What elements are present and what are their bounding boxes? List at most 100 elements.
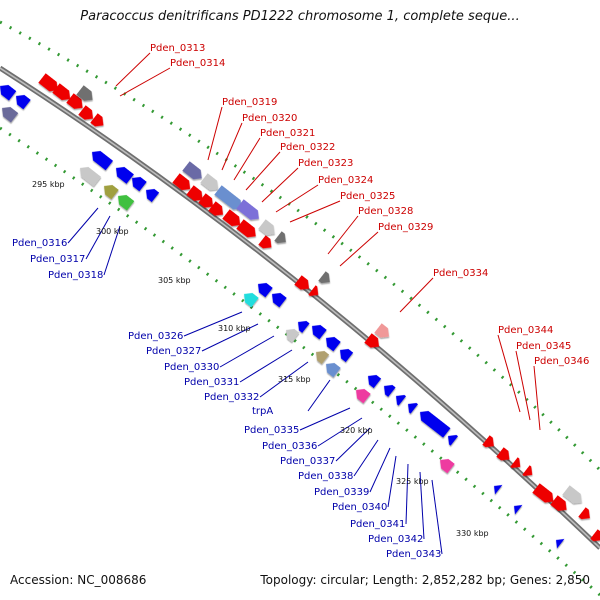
gene-arrow-39 (146, 188, 160, 203)
tick-label-0: 295 kbp (32, 180, 65, 189)
reverse-gene-label-11: Pden_0337 (280, 456, 335, 467)
forward-gene-leader-1 (119, 67, 171, 97)
tick-label-5: 320 kbp (340, 426, 373, 435)
forward-gene-leader-12 (497, 334, 521, 413)
gene-arrow-13 (222, 209, 241, 227)
gene-arrow-61 (494, 484, 503, 495)
gene-features (0, 73, 600, 549)
gene-arrow-54 (384, 384, 396, 397)
forward-gene-label-4: Pden_0321 (260, 128, 315, 139)
gene-arrow-52 (326, 362, 341, 378)
map-title: Paracoccus denitrificans PD1222 chromoso… (80, 9, 520, 24)
forward-gene-leader-14 (533, 365, 541, 431)
reverse-gene-label-14: Pden_0340 (332, 502, 387, 513)
gene-arrow-14 (236, 219, 256, 238)
reverse-gene-label-15: Pden_0341 (350, 519, 405, 530)
gene-arrow-17 (200, 173, 219, 191)
forward-gene-leader-13 (515, 350, 531, 421)
gene-arrow-25 (374, 323, 390, 338)
gene-arrow-48 (312, 324, 327, 340)
gene-arrow-20 (258, 219, 275, 235)
forward-gene-leader-7 (275, 184, 319, 213)
tick-label-7: 330 kbp (456, 529, 489, 538)
accession-text: Accession: NC_008686 (10, 573, 147, 587)
gene-arrow-59 (356, 388, 371, 404)
gc-track-outer (0, 20, 600, 472)
gene-arrow-63 (556, 538, 565, 549)
reverse-gene-label-2: Pden_0318 (48, 270, 103, 281)
gene-arrow-19 (236, 199, 259, 220)
gene-arrow-9 (172, 173, 191, 191)
gene-arrow-6 (0, 84, 17, 101)
reverse-gene-label-0: Pden_0316 (12, 238, 67, 249)
forward-gene-label-12: Pden_0344 (498, 325, 553, 336)
reverse-gene-leader-6 (239, 349, 293, 383)
gene-arrow-46 (286, 328, 300, 343)
forward-gene-label-1: Pden_0314 (170, 58, 225, 69)
reverse-gene-label-17: Pden_0343 (386, 549, 441, 560)
reverse-gene-leader-12 (353, 439, 379, 477)
label-leader-lines (67, 52, 541, 555)
gene-arrow-30 (522, 465, 533, 476)
gene-arrow-31 (532, 483, 554, 503)
gene-arrow-34 (578, 507, 590, 520)
gene-arrow-40 (80, 166, 102, 187)
gene-arrow-60 (440, 458, 455, 474)
gene-arrow-50 (340, 348, 354, 363)
gene-arrow-29 (510, 457, 521, 468)
gene-arrow-38 (132, 176, 147, 192)
tick-label-2: 305 kbp (158, 276, 191, 285)
gene-arrow-56 (408, 402, 418, 414)
gene-arrow-26 (364, 333, 380, 348)
gene-arrow-0 (38, 73, 58, 92)
gene-arrow-16 (182, 161, 202, 180)
gc-content-track (0, 20, 600, 597)
forward-gene-label-13: Pden_0345 (516, 341, 571, 352)
reverse-gene-label-12: Pden_0338 (298, 471, 353, 482)
gene-arrow-41 (104, 184, 119, 200)
forward-gene-leader-9 (327, 215, 359, 255)
forward-gene-label-3: Pden_0320 (242, 113, 297, 124)
forward-gene-label-7: Pden_0324 (318, 175, 373, 186)
gene-arrow-36 (92, 150, 114, 171)
gene-arrow-51 (316, 350, 330, 365)
gene-arrow-2 (66, 93, 83, 109)
reverse-gene-leader-2 (103, 225, 121, 276)
gene-arrow-33 (562, 485, 582, 504)
gene-arrow-55 (396, 394, 406, 406)
reverse-gene-label-5: Pden_0330 (164, 362, 219, 373)
gene-arrow-12 (208, 201, 224, 216)
gene-arrow-45 (272, 292, 287, 308)
reverse-gene-label-3: Pden_0326 (128, 331, 183, 342)
reverse-gene-leader-11 (335, 427, 371, 462)
forward-gene-label-9: Pden_0328 (358, 206, 413, 217)
gene-arrow-47 (298, 320, 310, 333)
reverse-gene-leader-7 (259, 361, 309, 398)
tick-label-6: 325 kbp (396, 477, 429, 486)
gene-arrow-62 (514, 504, 523, 515)
gene-arrow-32 (550, 495, 567, 511)
reverse-gene-leader-9 (299, 407, 351, 431)
reverse-gene-leader-14 (387, 455, 397, 508)
reverse-gene-label-13: Pden_0339 (314, 487, 369, 498)
gene-arrow-42 (118, 194, 135, 211)
reverse-gene-leader-8 (307, 379, 331, 412)
gene-arrow-1 (52, 83, 71, 101)
gene-arrow-7 (16, 94, 31, 110)
gene-arrow-18 (214, 185, 242, 210)
gene-arrow-49 (326, 336, 341, 352)
gc-track-inner (0, 126, 600, 597)
forward-gene-leader-11 (399, 277, 434, 313)
gene-arrow-3 (78, 105, 94, 120)
forward-gene-label-14: Pden_0346 (534, 356, 589, 367)
gene-arrow-28 (496, 447, 510, 461)
forward-gene-leader-2 (207, 106, 223, 161)
reverse-gene-leader-4 (201, 323, 259, 352)
gene-arrow-53 (368, 374, 382, 389)
topology-summary: Topology: circular; Length: 2,852,282 bp… (260, 573, 590, 587)
gene-arrow-10 (186, 185, 203, 201)
forward-gene-leader-6 (261, 167, 299, 203)
gene-arrow-43 (244, 292, 259, 308)
